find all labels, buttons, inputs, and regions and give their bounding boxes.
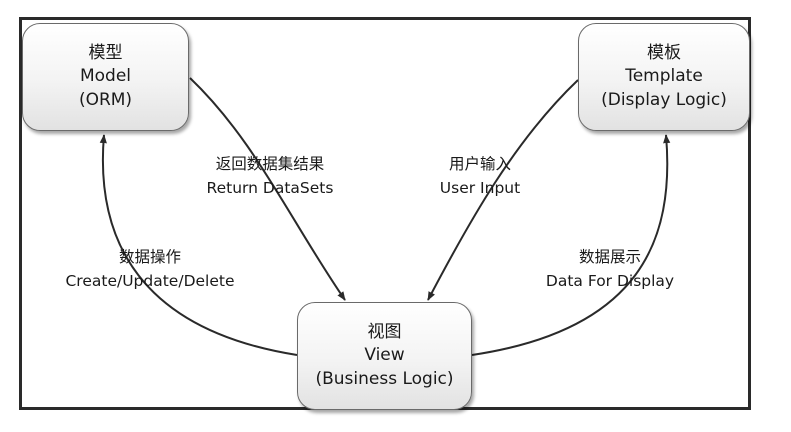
data-display-zh: 数据展示 <box>578 248 641 266</box>
return-datasets-en: Return DataSets <box>206 179 334 198</box>
edge-label-user-input: 用户输入 User Input <box>420 152 540 200</box>
arrow-view-to-model <box>99 134 298 356</box>
view-zh-label: 视图 <box>367 321 402 342</box>
edge-label-data-display: 数据展示 Data For Display <box>520 245 700 293</box>
template-zh-label: 模板 <box>647 42 681 63</box>
model-sub-label: (ORM) <box>78 89 133 110</box>
view-en-label: View <box>364 345 405 366</box>
user-input-zh: 用户输入 <box>448 155 511 173</box>
model-zh-label: 模型 <box>88 42 123 63</box>
data-display-en: Data For Display <box>545 272 675 291</box>
user-input-en: User Input <box>439 179 521 198</box>
data-ops-en: Create/Update/Delete <box>65 272 235 291</box>
arrow-view-to-template <box>471 134 671 356</box>
return-datasets-zh: 返回数据集结果 <box>215 155 325 173</box>
template-en-label: Template <box>625 66 703 87</box>
arrow-template-to-view <box>427 79 579 301</box>
edge-label-return-datasets: 返回数据集结果 Return DataSets <box>190 152 350 200</box>
edge-label-data-operations: 数据操作 Create/Update/Delete <box>40 245 260 293</box>
data-ops-zh: 数据操作 <box>118 248 181 266</box>
model-node: 模型 Model (ORM) <box>22 23 189 131</box>
view-node: 视图 View (Business Logic) <box>297 302 472 410</box>
template-sub-label: (Display Logic) <box>601 89 727 110</box>
model-en-label: Model <box>79 66 132 87</box>
arrow-model-to-view <box>189 77 346 301</box>
view-sub-label: (Business Logic) <box>315 368 454 389</box>
template-node: 模板 Template (Display Logic) <box>578 23 750 131</box>
